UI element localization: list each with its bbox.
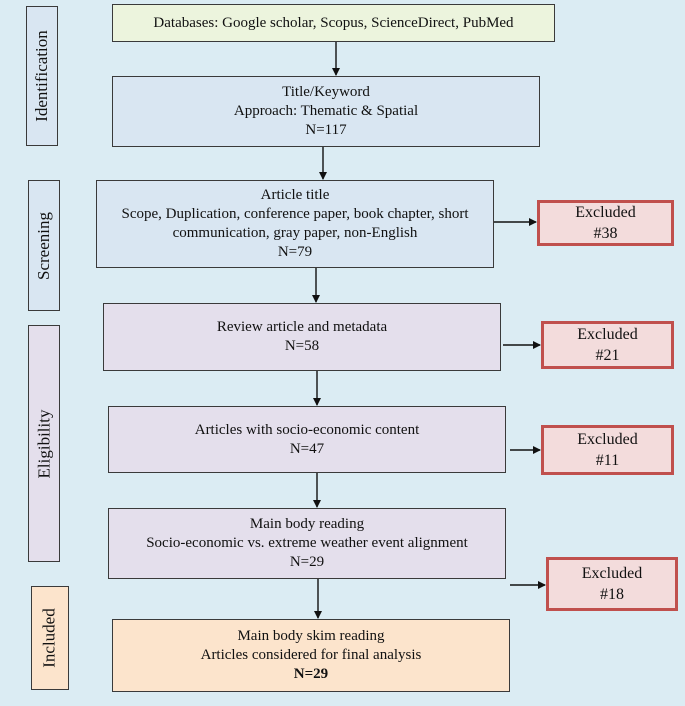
excluded-1-count: #38 — [593, 225, 618, 242]
review-box: Review article and metadata N=58 — [103, 303, 501, 371]
main-body-box: Main body reading Socio-economic vs. ext… — [108, 508, 506, 579]
stage-eligibility: Eligibility — [28, 325, 60, 562]
main-body-line2: Socio-economic vs. extreme weather event… — [146, 535, 468, 551]
socio-box: Articles with socio-economic content N=4… — [108, 406, 506, 473]
excluded-2-label: Excluded — [577, 326, 638, 343]
title-keyword-line1: Title/Keyword — [282, 84, 370, 100]
title-keyword-line2: Approach: Thematic & Spatial — [233, 103, 419, 119]
socio-count: N=47 — [289, 440, 325, 457]
final-box: Main body skim reading Articles consider… — [112, 619, 510, 692]
excluded-box-1: Excluded #38 — [537, 200, 674, 246]
stage-included: Included — [31, 586, 69, 690]
excluded-3-count: #11 — [595, 452, 620, 469]
excluded-4-count: #18 — [600, 586, 624, 603]
databases-box: Databases: Google scholar, Scopus, Scien… — [112, 4, 555, 42]
article-title-line1: Article title — [260, 187, 330, 203]
article-title-line2: Scope, Duplication, conference paper, bo… — [121, 206, 469, 222]
excluded-box-3: Excluded #11 — [541, 425, 674, 475]
excluded-box-2: Excluded #21 — [541, 321, 674, 369]
stage-screening: Screening — [28, 180, 60, 311]
excluded-2-count: #21 — [595, 347, 620, 364]
article-title-box: Article title Scope, Duplication, confer… — [96, 180, 494, 268]
review-count: N=58 — [284, 338, 320, 354]
final-line2: Articles considered for final analysis — [200, 647, 422, 663]
stage-identification: Identification — [26, 6, 58, 146]
title-keyword-count: N=117 — [305, 122, 347, 138]
excluded-box-4: Excluded #18 — [546, 557, 678, 611]
excluded-4-label: Excluded — [581, 565, 643, 582]
main-body-line1: Main body reading — [249, 516, 365, 532]
review-line1: Review article and metadata — [216, 319, 388, 335]
article-title-line3: communication, gray paper, non-English — [172, 225, 418, 241]
databases-text: Databases: Google scholar, Scopus, Scien… — [153, 14, 514, 31]
final-line1: Main body skim reading — [237, 628, 385, 644]
title-keyword-box: Title/Keyword Approach: Thematic & Spati… — [112, 76, 540, 147]
main-body-count: N=29 — [289, 554, 325, 570]
socio-line1: Articles with socio-economic content — [194, 421, 420, 438]
article-title-count: N=79 — [277, 244, 313, 260]
excluded-3-label: Excluded — [577, 431, 638, 448]
excluded-1-label: Excluded — [575, 204, 636, 221]
final-count: N=29 — [293, 666, 329, 682]
